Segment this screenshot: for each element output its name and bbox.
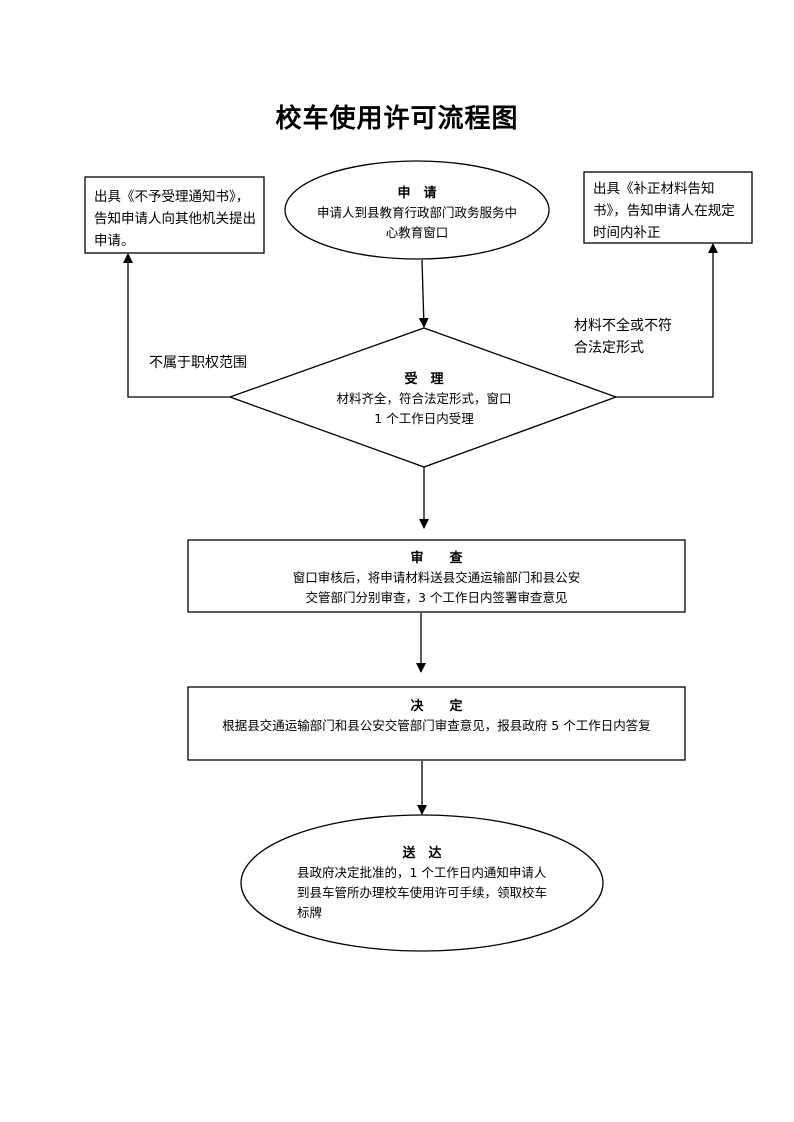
review-body-line-2: 交管部门分别审查，3 个工作日内签署审查意见 (305, 590, 568, 605)
review-body-line-1: 窗口审核后，将申请材料送县交通运输部门和县公安 (292, 570, 581, 585)
deliver-node-shape (240, 814, 604, 952)
deliver-body: 县政府决定批准的，1 个工作日内通知申请人到县车管所办理校车使用许可手续，领取校… (297, 865, 548, 920)
decide-node-shape (187, 686, 686, 761)
accept-heading: 受 理 (404, 372, 444, 387)
deliver-heading: 送 达 (402, 846, 442, 861)
decide-heading: 决 定 (410, 699, 463, 714)
right-branch-label: 材料不全或不符合法定形式 (574, 318, 672, 356)
apply-node-shape (284, 160, 550, 260)
decide-node: 决 定 根据县交通运输部门和县公安交管部门审查意见，报县政府 5 个工作日内答复 (188, 695, 685, 736)
decide-body: 根据县交通运输部门和县公安交管部门审查意见，报县政府 5 个工作日内答复 (222, 718, 651, 733)
arrow-accept-to-reject-notice (123, 253, 230, 398)
arrow-accept-to-supplement-notice (616, 243, 718, 398)
apply-body: 申请人到县教育行政部门政务服务中心教育窗口 (317, 205, 518, 240)
accept-body: 材料齐全，符合法定形式，窗口 1 个工作日内受理 (336, 391, 512, 426)
review-node: 审 查 窗口审核后，将申请材料送县交通运输部门和县公安 交管部门分别审查，3 个… (188, 547, 685, 608)
apply-heading: 申 请 (397, 186, 437, 201)
page-title: 校车使用许可流程图 (275, 104, 519, 134)
left-branch-label: 不属于职权范围 (149, 355, 247, 371)
apply-node: 申 请 申请人到县教育行政部门政务服务中心教育窗口 (317, 182, 517, 243)
deliver-node: 送 达 县政府决定批准的，1 个工作日内通知申请人到县车管所办理校车使用许可手续… (297, 842, 547, 923)
arrow-apply-to-accept (418, 259, 429, 328)
review-heading: 审 查 (410, 551, 463, 566)
reject-notice-text: 出具《不予受理通知书》，告知申请人向其他机关提出申请。 (94, 189, 256, 249)
review-node-shape (187, 539, 686, 613)
supplement-notice-box (583, 171, 753, 244)
accept-node: 受 理 材料齐全，符合法定形式，窗口 1 个工作日内受理 (324, 368, 524, 429)
supplement-notice-text: 出具《补正材料告知书》，告知申请人在规定时间内补正 (593, 181, 735, 241)
reject-notice-box (84, 176, 265, 254)
